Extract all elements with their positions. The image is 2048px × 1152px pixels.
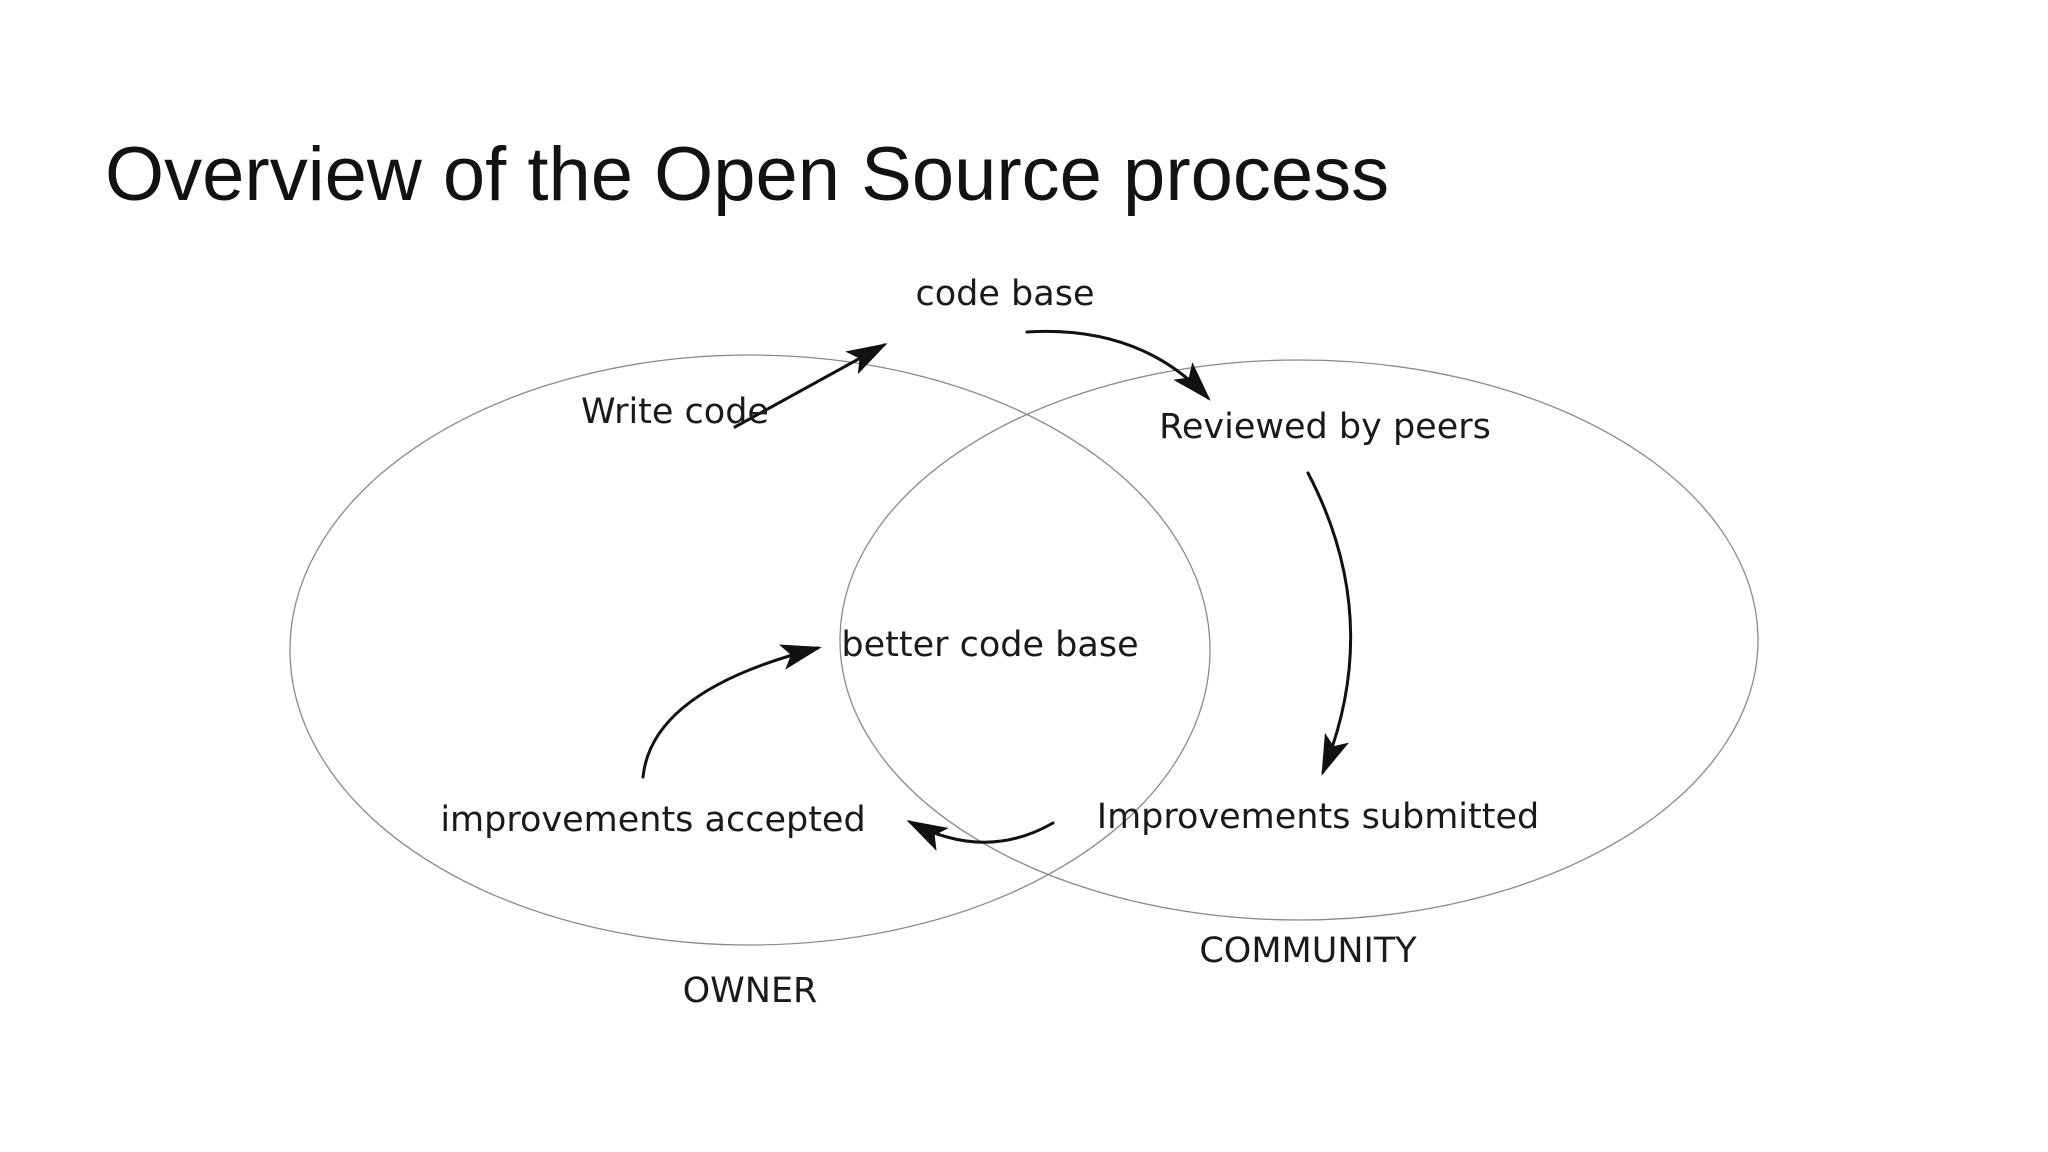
set-label-owner: OWNER [683,971,818,1011]
node-better-code-base: better code base [841,625,1138,665]
node-write-code: Write code [581,392,769,432]
arrow-code-base-to-reviewed-by-peers [1025,329,1211,401]
set-label-community: COMMUNITY [1199,931,1417,971]
node-improvements-submitted: Improvements submitted [1097,797,1539,837]
community-ellipse [839,359,1759,921]
arrow-reviewed-by-peers-to-improvements-submitted [1306,471,1353,776]
page-title: Overview of the Open Source process [105,132,1389,217]
node-code-base: code base [916,274,1095,314]
arrow-write-code-to-code-base [733,343,888,429]
arrow-improvements-accepted-to-better-code-base [641,644,822,779]
node-improvements-accepted: improvements accepted [440,800,865,840]
node-reviewed-by-peers: Reviewed by peers [1159,407,1491,447]
owner-ellipse [289,354,1211,946]
arrow-improvements-submitted-to-improvements-accepted [906,820,1055,851]
